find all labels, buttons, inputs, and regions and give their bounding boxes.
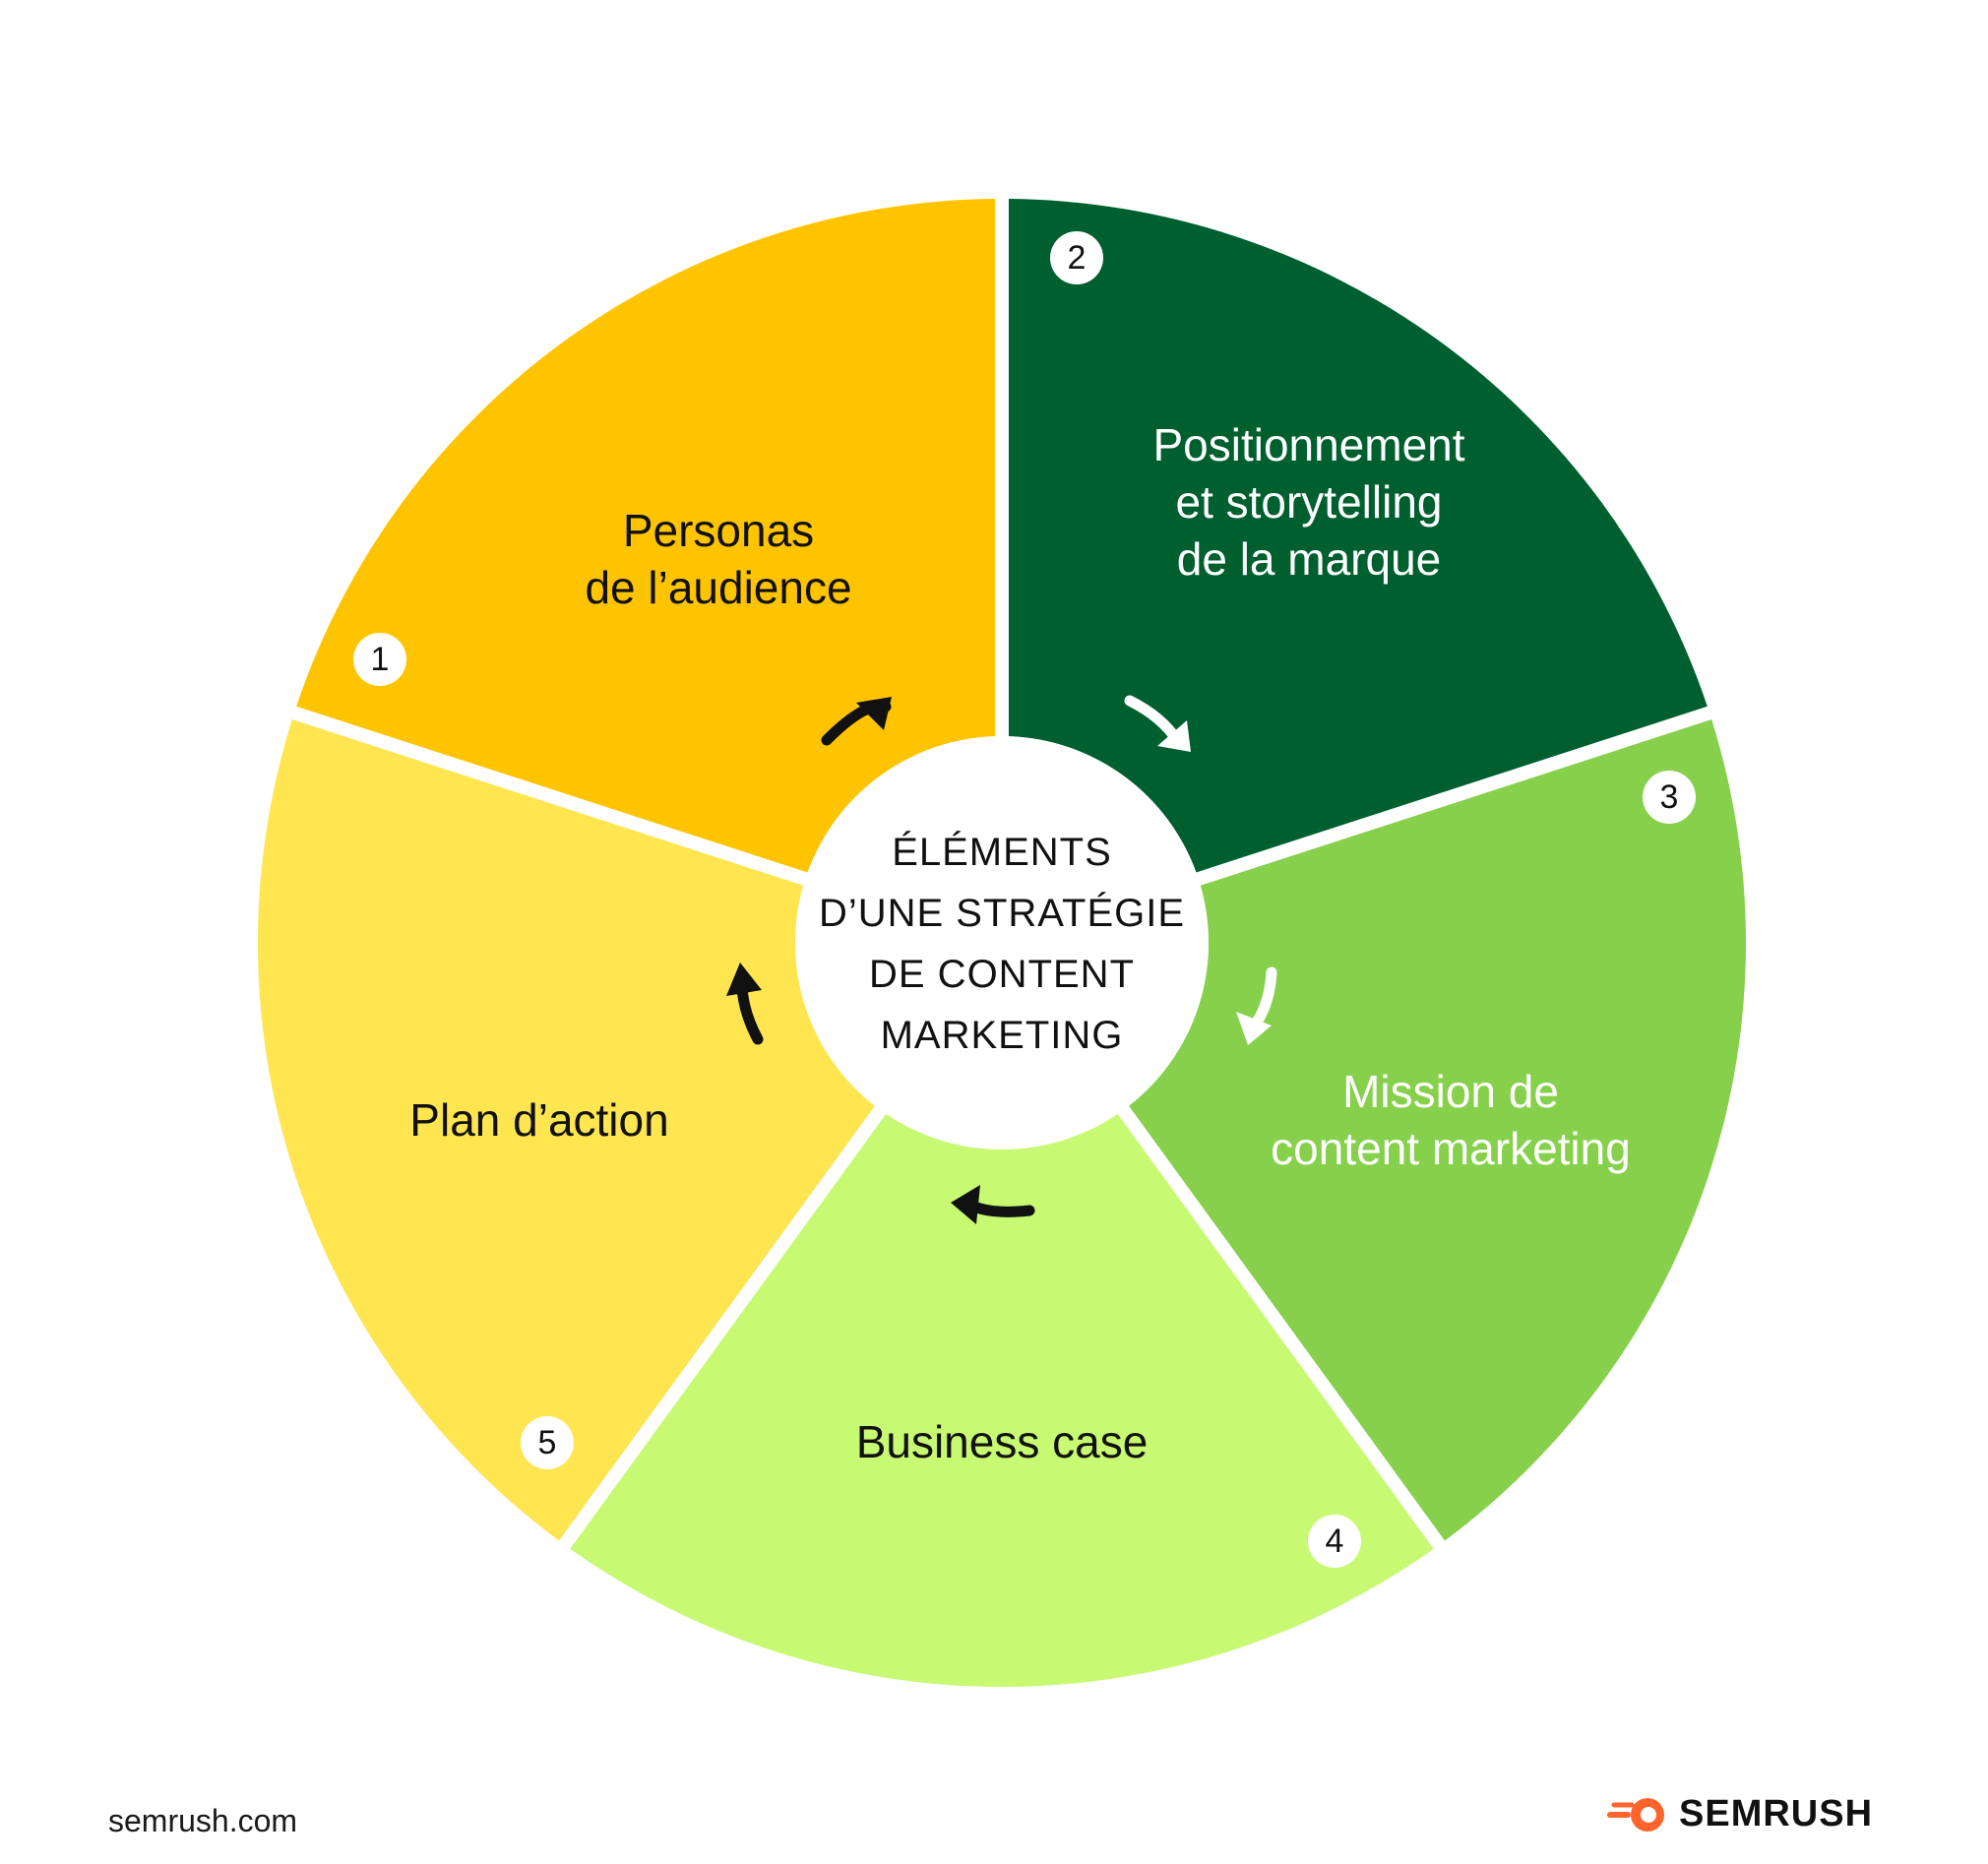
arrow-icon [951, 1185, 1035, 1224]
badge-number: 3 [1660, 778, 1679, 816]
footer-url[interactable]: semrush.com [108, 1803, 298, 1838]
badge-circle [1643, 771, 1696, 824]
segment-3 [1129, 719, 1746, 1541]
brand-name: SEMRUSH [1679, 1793, 1874, 1834]
arrow-icon [726, 963, 764, 1045]
center-circle [795, 736, 1209, 1149]
segment-2-badge: 2 [1050, 231, 1103, 284]
badge-circle [353, 633, 406, 686]
segment-3-badge: 3 [1643, 771, 1696, 824]
arrow-icon [821, 697, 892, 746]
badge-number: 5 [538, 1424, 557, 1461]
segment-4 [570, 1113, 1434, 1687]
segment-4-label: Business case [856, 1416, 1149, 1467]
badge-number: 4 [1326, 1522, 1344, 1560]
arrow-icon [1124, 695, 1191, 752]
badge-circle [1308, 1515, 1361, 1568]
semrush-flame-icon [1607, 1797, 1664, 1832]
badge-circle [521, 1416, 574, 1469]
badge-number: 1 [371, 641, 390, 678]
arrow-icon [1236, 966, 1277, 1045]
segment-4-badge: 4 [1308, 1515, 1361, 1568]
badge-number: 2 [1068, 239, 1087, 277]
segment-1-badge: 1 [353, 633, 406, 686]
segment-1 [296, 199, 996, 873]
badge-circle [1050, 231, 1103, 284]
brand-logo: SEMRUSH [1606, 1793, 1873, 1835]
segment-5-badge: 5 [521, 1416, 574, 1469]
segment-5-label: Plan d’action [409, 1094, 668, 1146]
segment-5 [258, 719, 875, 1541]
segment-2 [1008, 199, 1708, 873]
